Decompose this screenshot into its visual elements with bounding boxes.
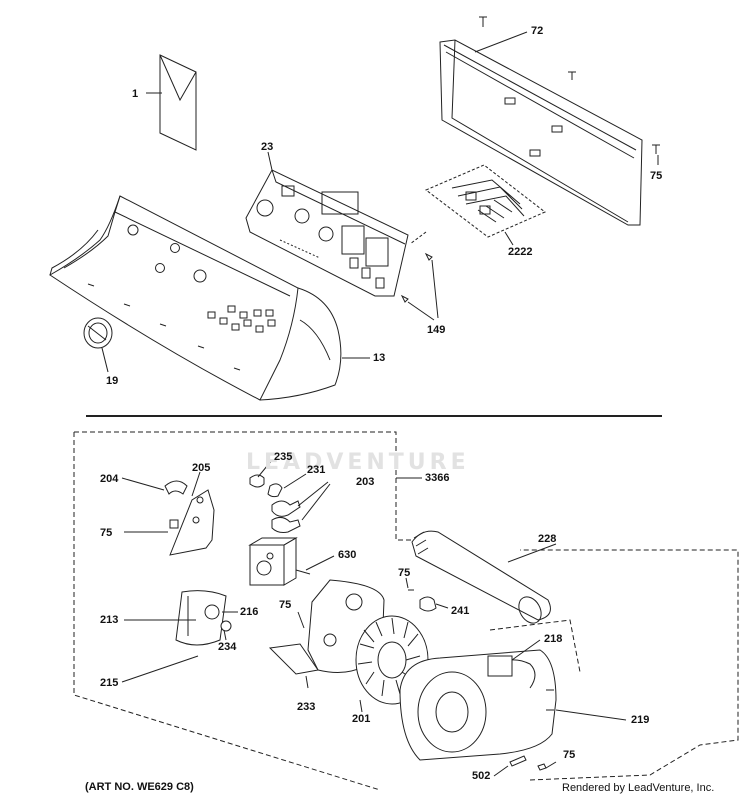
callout-75-bottom: 75 [563, 749, 576, 761]
bearing-and-clip-parts [249, 474, 301, 533]
callout-234: 234 [218, 641, 237, 653]
callout-23: 23 [261, 141, 274, 153]
art-number: (ART NO. WE629 C8) [85, 781, 194, 793]
rendered-by-credit: Rendered by LeadVenture, Inc. [562, 782, 715, 794]
callout-204: 204 [100, 473, 119, 485]
callout-215: 215 [100, 677, 119, 689]
callout-13: 13 [373, 352, 386, 364]
manual-envelope-part [159, 54, 197, 151]
exhaust-duct-part [411, 530, 551, 624]
callout-502: 502 [472, 770, 491, 782]
callout-218: 218 [544, 633, 563, 645]
callout-630: 630 [338, 549, 357, 561]
callout-235: 235 [274, 451, 293, 463]
callout-3366: 3366 [425, 472, 450, 484]
callout-2222: 2222 [508, 246, 533, 258]
motor-mount-bracket-part [164, 480, 215, 556]
callout-241: 241 [451, 605, 470, 617]
selector-knob-part [83, 317, 113, 349]
callout-201: 201 [352, 713, 371, 725]
callout-1: 1 [132, 88, 139, 100]
screw-fastener-part [509, 755, 547, 771]
fan-housing-part [399, 649, 557, 761]
callout-75-top: 75 [650, 170, 663, 182]
callout-75-left: 75 [100, 527, 113, 539]
watermark-text: LEADVENTURE [246, 450, 470, 475]
callout-75-mid: 75 [398, 567, 411, 579]
callout-203: 203 [356, 476, 375, 488]
callout-213: 213 [100, 614, 119, 626]
callout-19: 19 [106, 375, 119, 387]
callout-149: 149 [427, 324, 446, 336]
drive-motor-part [248, 537, 311, 586]
wire-harness-part [425, 164, 546, 238]
rear-control-panel-part [439, 16, 660, 226]
callout-228: 228 [538, 533, 557, 545]
belt-idler-part [175, 590, 232, 646]
callout-219: 219 [631, 714, 650, 726]
clip-fastener-part [400, 252, 433, 303]
callout-231: 231 [307, 464, 326, 476]
callout-205: 205 [192, 462, 211, 474]
callout-75-center: 75 [279, 599, 292, 611]
callout-233: 233 [297, 701, 316, 713]
thermistor-part [408, 589, 437, 612]
callout-216: 216 [240, 606, 259, 618]
backsplash-console-part [49, 195, 342, 401]
callout-72: 72 [531, 25, 544, 37]
